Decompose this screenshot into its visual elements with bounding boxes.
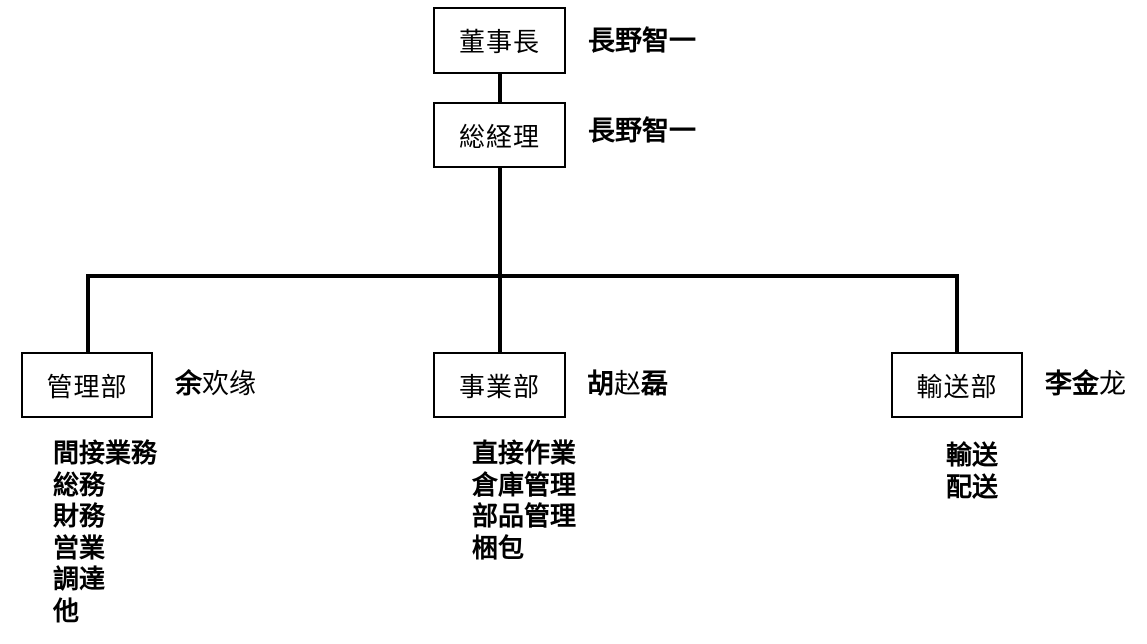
chairman-president-connector — [498, 72, 502, 105]
chairman-person: 長野智一 — [588, 25, 696, 59]
management-dept-title: 管理部 — [46, 372, 128, 403]
president-person-name: 長野智一 — [588, 116, 696, 147]
chairman-title: 董事長 — [458, 28, 540, 58]
business-head-given-name-1: 赵 — [614, 369, 641, 400]
chairman-person-name: 長野智一 — [588, 26, 696, 57]
duty-item: 財務 — [53, 502, 106, 532]
duty-item: 部品管理 — [472, 502, 577, 532]
transport-dept-title: 輸送部 — [916, 372, 998, 403]
transport-duties-list: 輸送 配送 — [946, 441, 998, 504]
management-dept-connector — [86, 274, 90, 354]
duty-item: 直接作業 — [472, 439, 577, 469]
business-duties-list: 直接作業 倉庫管理 部品管理 梱包 — [472, 439, 576, 565]
transport-dept-box: 輸送部 — [891, 352, 1023, 418]
transport-dept-head: 李金龙 — [1045, 368, 1126, 402]
transport-head-name-bold: 李金 — [1045, 369, 1099, 400]
duty-item: 梱包 — [472, 533, 525, 564]
business-dept-box: 事業部 — [433, 352, 566, 418]
duty-item: 倉庫管理 — [472, 470, 577, 501]
duty-item: 他 — [53, 596, 80, 627]
duty-item: 営業 — [53, 533, 106, 564]
duty-item: 調達 — [53, 565, 106, 595]
department-bus-line — [86, 274, 959, 278]
president-person: 長野智一 — [588, 115, 696, 149]
transport-head-name-regular: 龙 — [1099, 369, 1126, 400]
management-head-given-name: 欢缘 — [202, 369, 256, 400]
business-head-given-name-2: 磊 — [641, 369, 668, 400]
business-dept-title: 事業部 — [458, 372, 540, 403]
business-head-surname: 胡 — [587, 369, 614, 400]
president-box: 総経理 — [433, 102, 566, 168]
duty-item: 輸送 — [946, 441, 999, 471]
duty-item: 間接業務 — [53, 439, 158, 469]
management-duties-list: 間接業務 総務 財務 営業 調達 他 — [53, 439, 157, 628]
management-dept-box: 管理部 — [21, 352, 153, 418]
management-head-surname: 余 — [175, 369, 202, 400]
business-dept-connector — [498, 274, 502, 354]
chairman-box: 董事長 — [433, 7, 566, 74]
management-dept-head: 余欢缘 — [175, 368, 256, 402]
duty-item: 総務 — [53, 470, 106, 501]
business-dept-head: 胡赵磊 — [587, 368, 668, 402]
transport-dept-connector — [955, 274, 959, 354]
duty-item: 配送 — [946, 472, 999, 503]
president-title: 総経理 — [458, 122, 540, 153]
